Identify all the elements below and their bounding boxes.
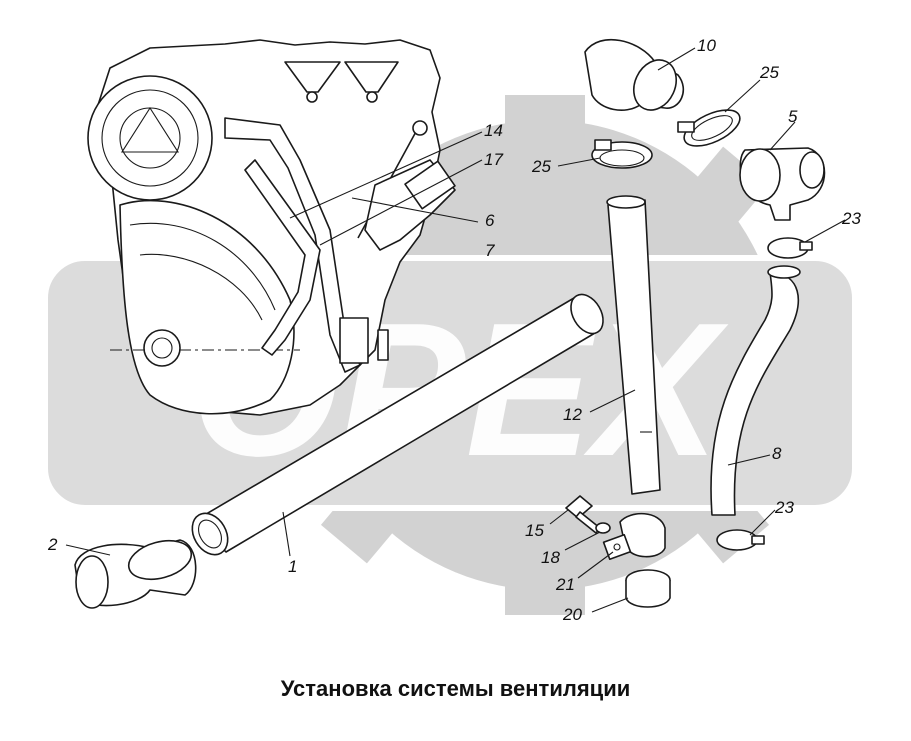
callouts: 10 25 5 25 14 17 6 7 23 12 8 23 15 18 21… (47, 36, 861, 624)
part-10-elbow-hose (584, 38, 684, 111)
part-15-bolt (565, 495, 601, 534)
callout-23-bottom: 23 (774, 498, 794, 517)
leader-lines (65, 47, 846, 613)
callout-15: 15 (525, 521, 544, 540)
callout-14: 14 (484, 121, 503, 140)
callout-8: 8 (772, 444, 782, 463)
part-25-clamp-top (677, 109, 741, 147)
part-2-elbow (74, 539, 197, 609)
callout-10: 10 (697, 36, 716, 55)
part-8-curved-hose (710, 265, 801, 516)
part-23-clamp-bottom (716, 529, 765, 551)
part-5-tee-fitting (739, 147, 826, 221)
part-25-clamp-left (591, 139, 653, 169)
callout-21: 21 (555, 575, 575, 594)
engine-block (87, 39, 456, 416)
callout-2: 2 (47, 535, 58, 554)
callout-25-top: 25 (759, 63, 779, 82)
callout-18: 18 (541, 548, 560, 567)
figure-caption: Установка системы вентиляции (280, 676, 631, 701)
part-18-washer (595, 522, 611, 534)
callout-23-top: 23 (841, 209, 861, 228)
callout-20: 20 (562, 605, 582, 624)
callout-5: 5 (788, 107, 798, 126)
callout-17: 17 (484, 150, 503, 169)
callout-6: 6 (485, 211, 495, 230)
callout-1: 1 (288, 557, 297, 576)
part-12-hose (606, 195, 661, 495)
part-20-ring (625, 569, 671, 608)
callout-25-left: 25 (531, 157, 551, 176)
part-23-clamp-top (767, 237, 813, 259)
callout-7: 7 (485, 241, 495, 260)
part-1-air-tube (191, 293, 604, 556)
part-21-bracket (602, 512, 666, 561)
callout-12: 12 (563, 405, 582, 424)
